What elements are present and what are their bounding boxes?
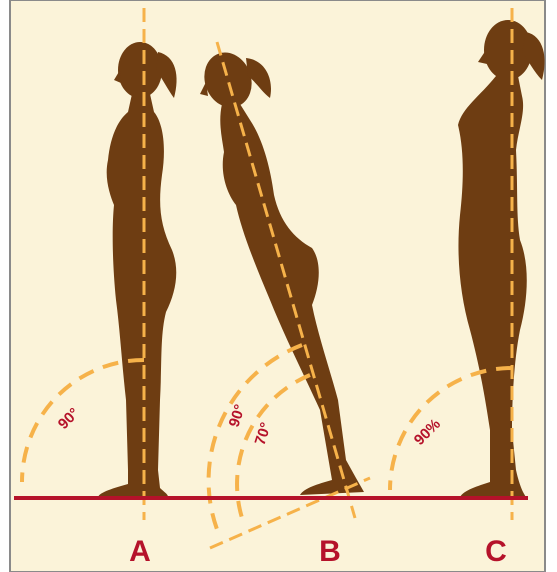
panel-letter-c: C <box>485 535 507 568</box>
panel-letter-b: B <box>319 535 341 568</box>
panel-letter-a: A <box>129 535 151 568</box>
